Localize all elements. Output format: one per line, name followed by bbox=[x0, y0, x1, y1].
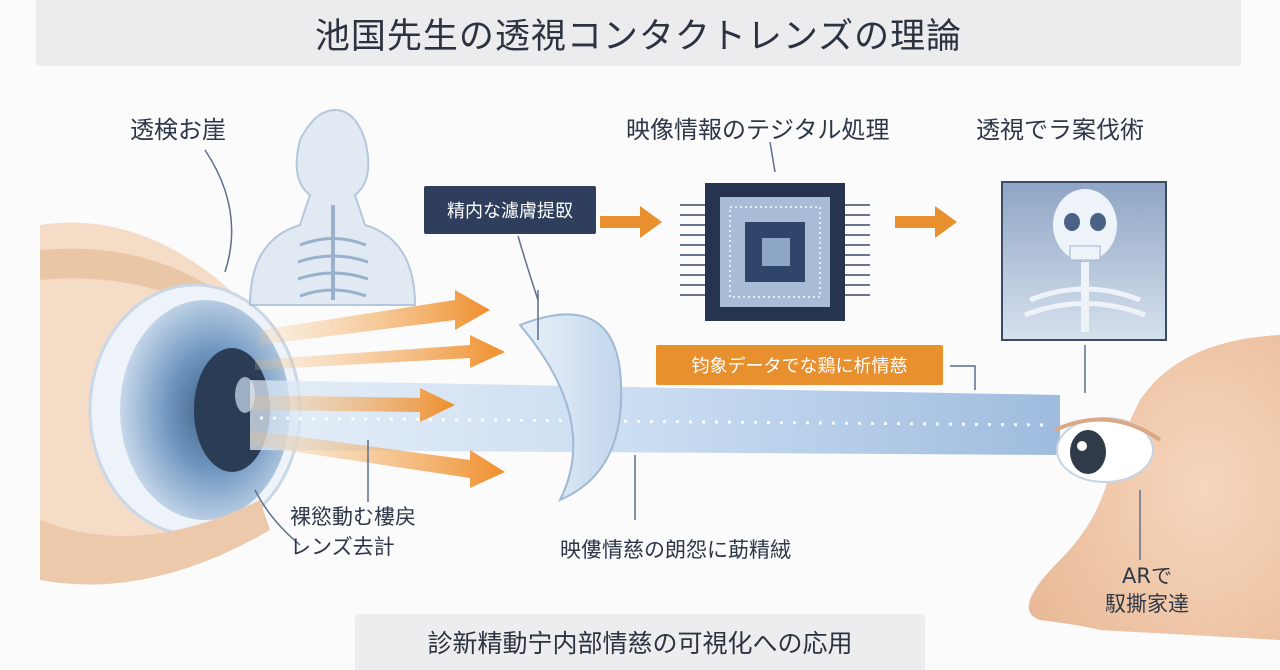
pointer-lines bbox=[204, 141, 1141, 560]
label-lens-line1: 裸慾動む樓戻 bbox=[290, 505, 416, 529]
footer-bar: 診新精動宁内部情慈の可視化への応用 bbox=[355, 614, 925, 670]
label-beam-caption: 映僂情慈の朗怨に莇精絨 bbox=[560, 538, 791, 562]
ar-label-line2: 馭撕家達 bbox=[1105, 592, 1189, 616]
body-xray-icon bbox=[248, 108, 417, 306]
orange-rays bbox=[250, 290, 505, 488]
ar-label: ARで 馭撕家達 bbox=[1105, 562, 1189, 618]
input-process-box: 精内な濾膚提臤 bbox=[424, 186, 596, 234]
label-top-left: 透検お崖 bbox=[130, 116, 226, 144]
title-bar: 池国先生の透視コンタクトレンズの理論 bbox=[36, 0, 1241, 66]
label-top-middle: 映像情報のテジタル処理 bbox=[626, 116, 890, 144]
label-top-right: 透視でラ案伐術 bbox=[976, 116, 1144, 144]
contact-lens-icon bbox=[518, 313, 623, 502]
xray-skull-icon bbox=[1001, 181, 1167, 341]
data-analysis-box: 钧象データでな鶏に析情慈 bbox=[656, 345, 943, 385]
page-title: 池国先生の透視コンタクトレンズの理論 bbox=[314, 16, 963, 57]
label-lens-line2: レンズ去計 bbox=[290, 535, 395, 559]
ar-label-line1: ARで bbox=[1122, 564, 1172, 588]
arrow-right-icon bbox=[600, 206, 957, 238]
footer-caption: 診新精動宁内部情慈の可視化への応用 bbox=[427, 629, 853, 658]
processing-chip-icon bbox=[680, 183, 870, 321]
eye-icon bbox=[40, 222, 302, 585]
face-profile-icon bbox=[1028, 335, 1280, 640]
light-beam bbox=[250, 380, 1060, 455]
